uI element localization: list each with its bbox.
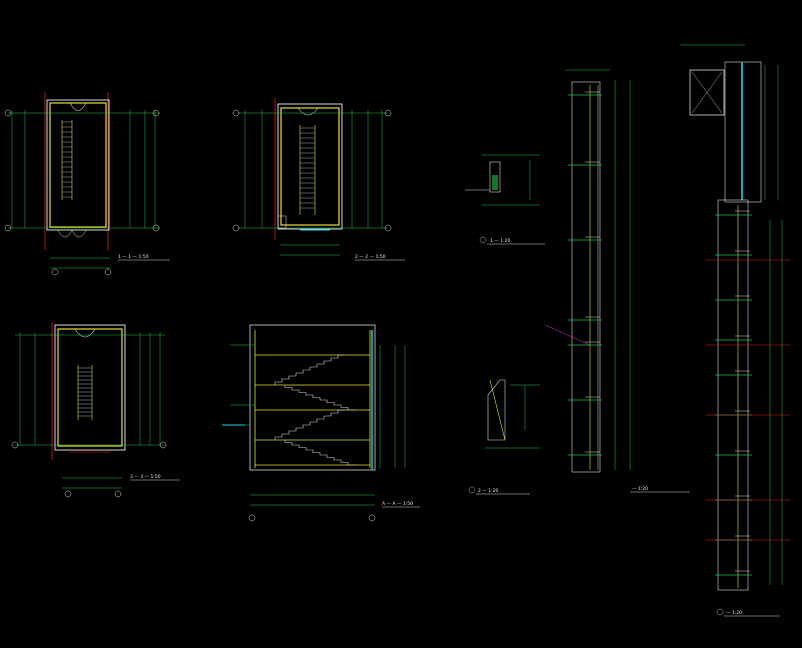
wall-section-1-title: — 1:20 [632,486,648,492]
stair-section-a: A — A — 1:50 [222,324,420,522]
plan-2-title: 2 — 2 — 1:50 [355,254,386,260]
detail-1-title: 1 — 1:20 [490,238,510,244]
node-detail-1: 1 — 1:20 [465,154,545,245]
stair-plan-2: 2 — 2 — 1:50 [232,98,405,261]
stair-plan-1: 1 — 1 — 1:50 [4,92,170,276]
wall-section-2-title: — 1:20 [726,610,742,616]
plan-1-title: 1 — 1 — 1:50 [118,254,149,260]
plan-3-title: 3 — 3 — 1:50 [130,474,161,480]
section-a-title: A — A — 1:50 [382,501,413,507]
detail-2-title: 2 — 1:20 [478,488,498,494]
node-detail-2: 2 — 1:20 [468,379,540,495]
wall-section-1: — 1:20 [544,69,690,493]
wall-section-2: — 1:20 [680,44,790,617]
stair-plan-3: 3 — 3 — 1:50 [11,322,180,498]
